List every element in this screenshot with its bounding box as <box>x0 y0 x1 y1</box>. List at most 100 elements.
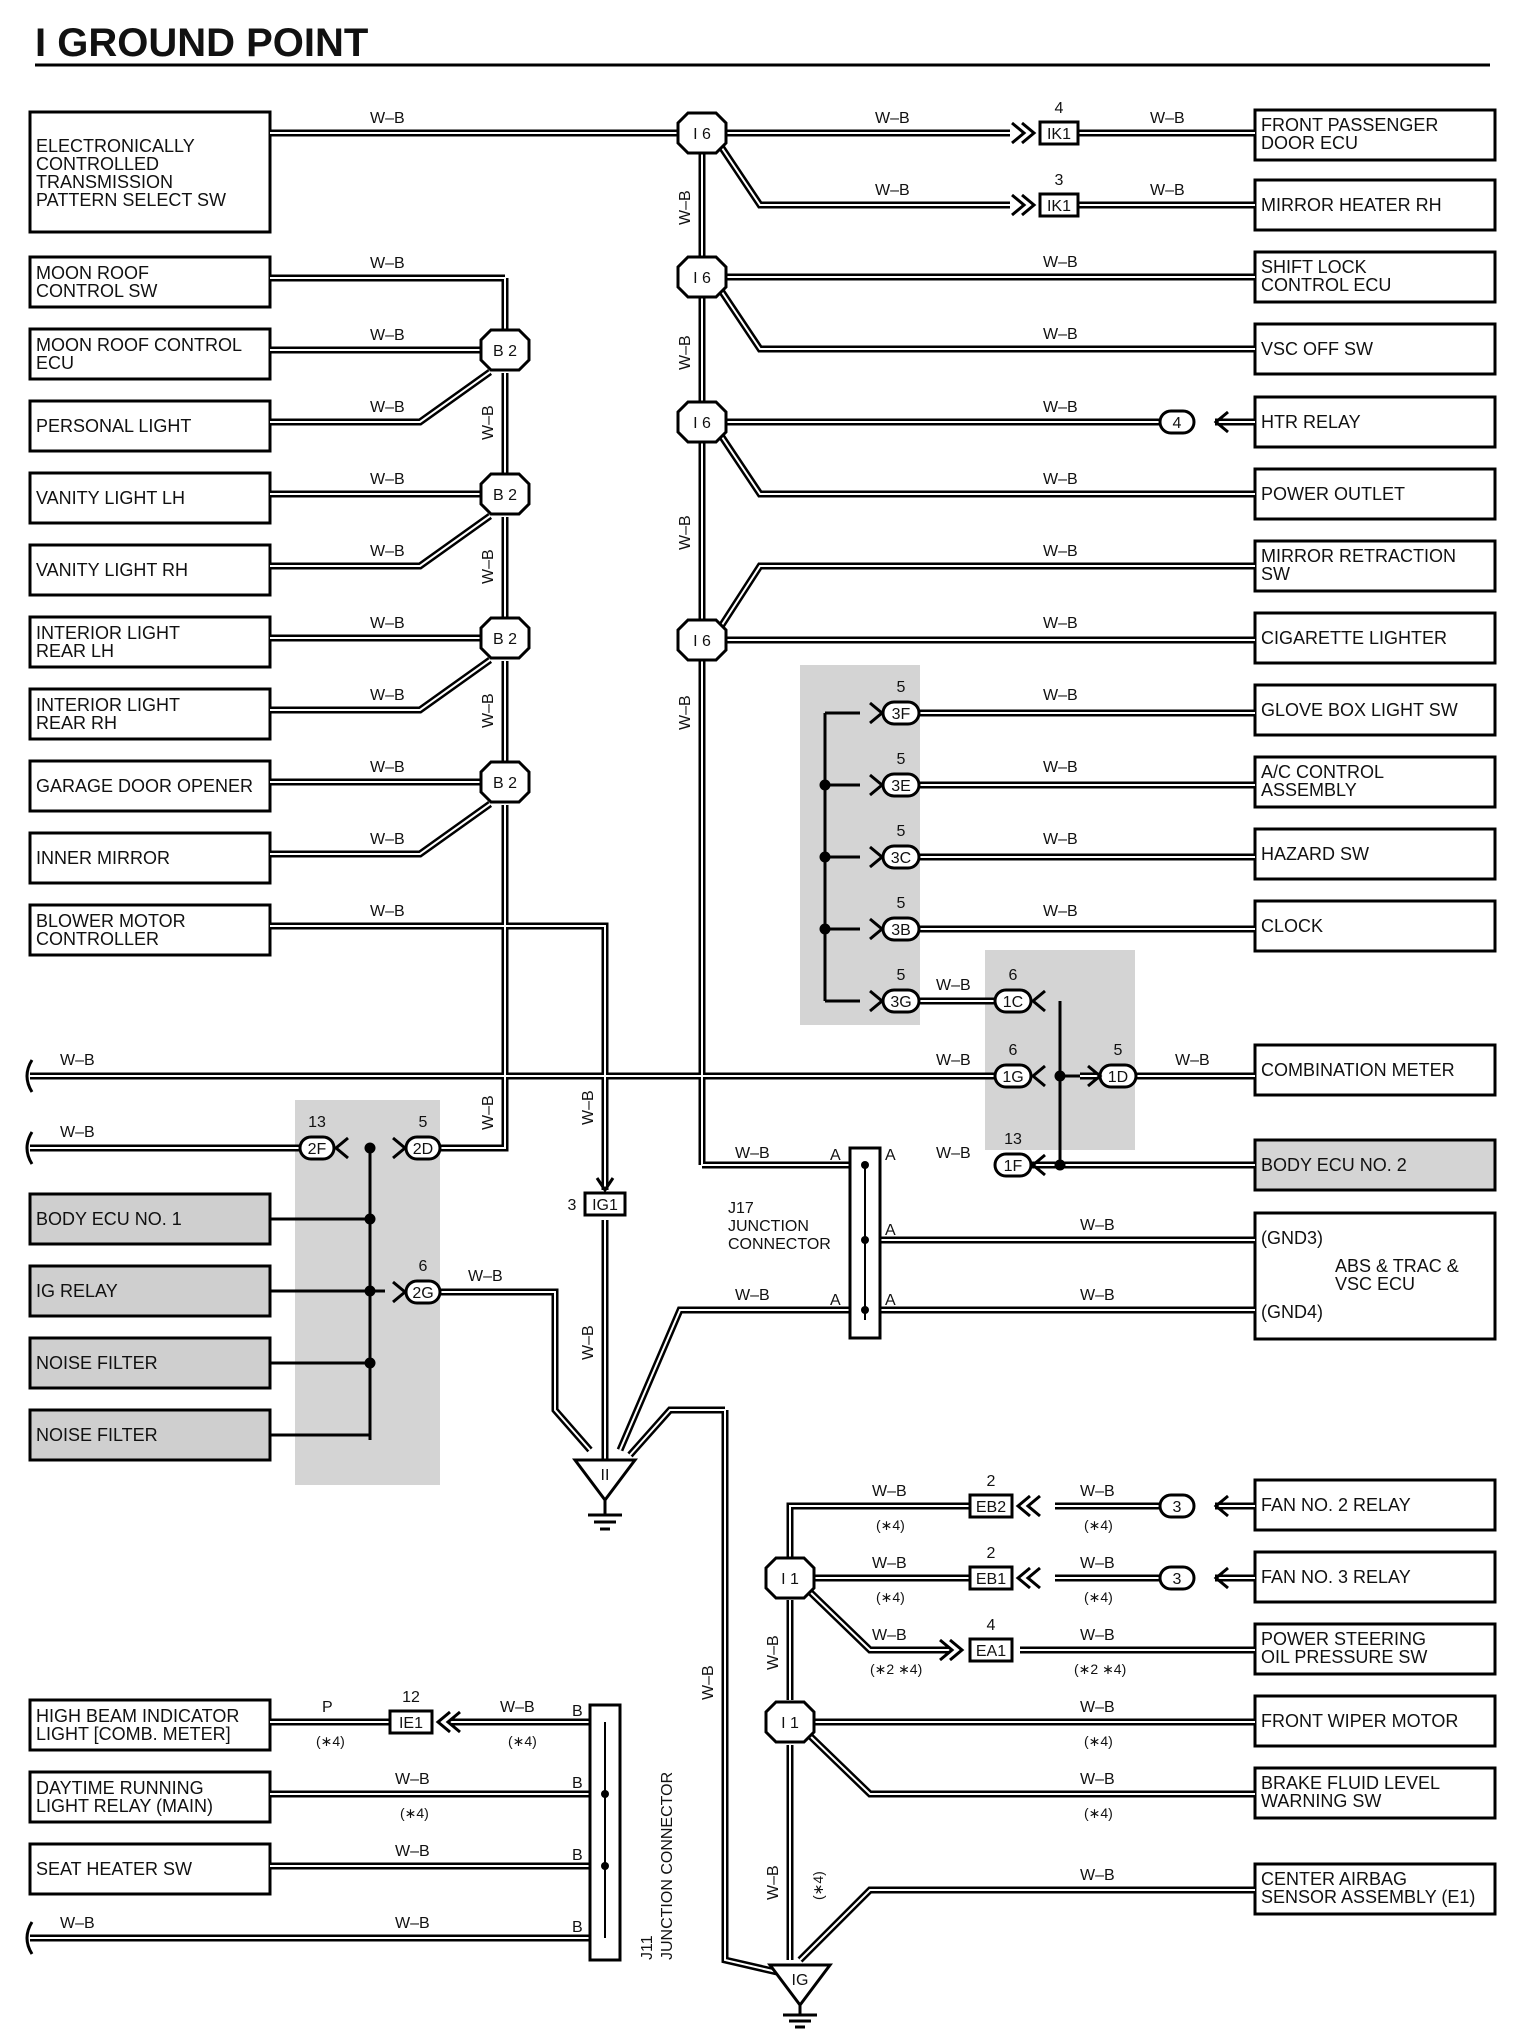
ik1-a-pin: 4 <box>1055 100 1064 117</box>
connector-ea1 <box>968 1637 1014 1663</box>
vsc-off-label: VSC OFF SW <box>1261 339 1373 359</box>
j17-pin-a3: A <box>885 1222 896 1239</box>
wl-41: W–B <box>872 1627 907 1644</box>
clock-label: CLOCK <box>1261 916 1323 936</box>
splice-i6-1 <box>676 111 728 155</box>
connector-htr <box>1158 409 1196 435</box>
wl-4: W–B <box>875 182 910 199</box>
junction-j17-dots <box>861 1161 869 1314</box>
splice-b2-3-label: B 2 <box>493 631 517 648</box>
splices <box>479 111 816 1744</box>
noise2-label: NOISE FILTER <box>36 1425 158 1445</box>
note-6: (∗2 ∗4) <box>1074 1661 1126 1677</box>
fan3-label: FAN NO. 3 RELAY <box>1261 1567 1411 1587</box>
ea1-label: EA1 <box>976 1643 1006 1660</box>
connector-ig1 <box>583 1191 627 1217</box>
mirror-label: INNER MIRROR <box>36 848 170 868</box>
vanity-lh-label: VANITY LIGHT LH <box>36 488 185 508</box>
splice-i6-4-label: I 6 <box>693 633 711 650</box>
wl-36: W–B <box>468 1268 503 1285</box>
eb2-label: EB2 <box>976 1499 1006 1516</box>
1c-pin: 6 <box>1009 967 1018 984</box>
wl-8: W–B <box>1043 399 1078 416</box>
splice-b2-4 <box>479 760 531 804</box>
eb2-pin: 2 <box>987 1473 996 1490</box>
abs-label-2: ABS & TRAC & <box>1335 1256 1459 1276</box>
note-9: (∗4) <box>316 1733 345 1749</box>
combo-label: COMBINATION METER <box>1261 1060 1455 1080</box>
high-beam-label-1: HIGH BEAM INDICATOR <box>36 1706 239 1726</box>
abs-label-1: (GND3) <box>1261 1228 1323 1248</box>
cig-label: CIGARETTE LIGHTER <box>1261 628 1447 648</box>
wl-v12: W–B <box>765 1635 782 1670</box>
wl-35: W–B <box>60 1124 95 1141</box>
personal-label: PERSONAL LIGHT <box>36 416 191 436</box>
j17-pin-a1: A <box>830 1147 841 1164</box>
j11-pin-b1: B <box>572 1703 583 1720</box>
3e-pin: 5 <box>897 751 906 768</box>
3c-label: 3C <box>891 850 911 867</box>
wl-39: W–B <box>872 1555 907 1572</box>
wl-45: W–B <box>1080 1867 1115 1884</box>
splice-i6-3-label: I 6 <box>693 415 711 432</box>
splice-b2-2-label: B 2 <box>493 487 517 504</box>
noise1-label: NOISE FILTER <box>36 1353 158 1373</box>
ik1-b-pin: 3 <box>1055 172 1064 189</box>
ig1-label: IG1 <box>592 1197 618 1214</box>
moon-ecu-label-1: MOON ROOF CONTROL <box>36 335 242 355</box>
wl-v2: W–B <box>677 335 694 370</box>
wl-47: W–B <box>395 1771 430 1788</box>
2f-label: 2F <box>308 1141 327 1158</box>
j11-pin-b3: B <box>572 1847 583 1864</box>
left-boxes-shaded <box>28 1192 272 1462</box>
wl-32: W–B <box>370 831 405 848</box>
wiper-label: FRONT WIPER MOTOR <box>1261 1711 1458 1731</box>
wl-p: P <box>322 1699 333 1716</box>
body-ecu1-label: BODY ECU NO. 1 <box>36 1209 182 1229</box>
wl-v1: W–B <box>677 190 694 225</box>
wl-7: W–B <box>1043 326 1078 343</box>
ac-label-1: A/C CONTROL <box>1261 762 1384 782</box>
3b-label: 3B <box>891 922 911 939</box>
ik1-a-label: IK1 <box>1047 126 1071 143</box>
splice-b2-1 <box>479 328 531 372</box>
splice-b2-1-label: B 2 <box>493 343 517 360</box>
splice-i1-1-label: I 1 <box>781 1571 799 1588</box>
ground-ii-label: II <box>601 1467 610 1484</box>
wl-15: W–B <box>1043 903 1078 920</box>
1c-label: 1C <box>1003 994 1023 1011</box>
3b-pin: 5 <box>897 895 906 912</box>
1d-pin: 5 <box>1114 1042 1123 1059</box>
2d-pin: 5 <box>419 1114 428 1131</box>
ect-label-1: ELECTRONICALLY <box>36 136 195 156</box>
wl-v13: W–B <box>765 1865 782 1900</box>
ig-relay-label: IG RELAY <box>36 1281 118 1301</box>
wl-16: W–B <box>936 977 971 994</box>
brake-label-2: WARNING SW <box>1261 1791 1381 1811</box>
j17-label-1: J17 <box>728 1200 754 1217</box>
j11-pin-b2: B <box>572 1775 583 1792</box>
splice-i6-3 <box>676 400 728 444</box>
page-title: I GROUND POINT <box>35 21 368 65</box>
note-11: (∗4) <box>400 1805 429 1821</box>
wl-v9: W–B <box>580 1090 597 1125</box>
wl-37: W–B <box>872 1483 907 1500</box>
connector-eb1 <box>968 1565 1014 1591</box>
splice-i6-2-label: I 6 <box>693 270 711 287</box>
note-3: (∗4) <box>876 1589 905 1605</box>
vanity-rh-label: VANITY LIGHT RH <box>36 560 188 580</box>
3f-pin: 5 <box>897 679 906 696</box>
high-beam-label-2: LIGHT [COMB. METER] <box>36 1724 231 1744</box>
wl-27: W–B <box>370 471 405 488</box>
eb1-pin: 2 <box>987 1545 996 1562</box>
bus-3x <box>270 711 1080 1440</box>
ps-label-2: OIL PRESSURE SW <box>1261 1647 1427 1667</box>
garage-label: GARAGE DOOR OPENER <box>36 776 253 796</box>
wires-inner <box>30 132 1255 1976</box>
abs-label-3: VSC ECU <box>1335 1274 1415 1294</box>
int-lh-label-1: INTERIOR LIGHT <box>36 623 180 643</box>
connectors-rect <box>388 120 1080 1735</box>
wl-40: W–B <box>1080 1555 1115 1572</box>
fan2-label: FAN NO. 2 RELAY <box>1261 1495 1411 1515</box>
